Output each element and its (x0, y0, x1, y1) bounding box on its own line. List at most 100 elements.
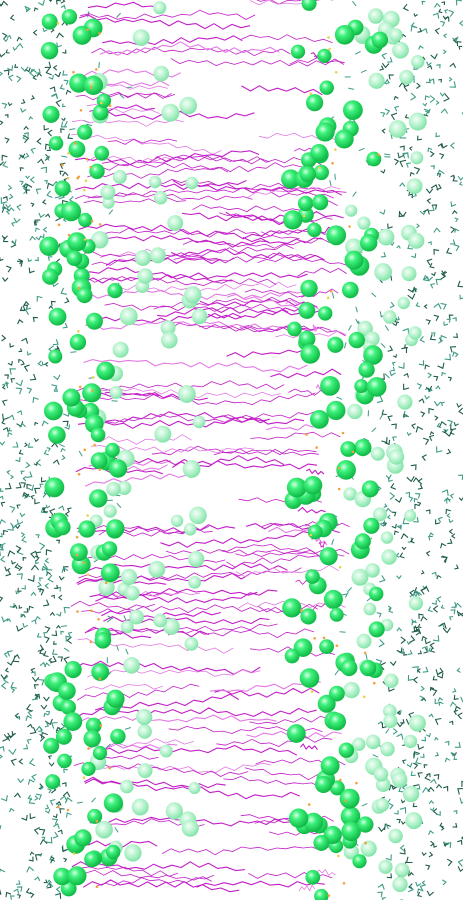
headgroup-back (382, 310, 397, 324)
water-molecule (11, 221, 16, 227)
headgroup-back (368, 72, 385, 89)
water-molecule (9, 368, 16, 375)
water-molecule (426, 772, 431, 778)
water-molecule (5, 49, 10, 54)
headgroup-sphere (368, 621, 385, 638)
headgroup-back (137, 268, 153, 284)
water-molecule (38, 679, 45, 686)
water-molecule (20, 360, 25, 366)
lipid-tail (71, 861, 245, 872)
water-molecule (56, 624, 61, 629)
lipid-tail (221, 549, 320, 557)
headgroup-back (343, 681, 360, 699)
water-molecule (379, 521, 386, 527)
water-molecule (348, 87, 355, 90)
water-molecule (22, 475, 27, 482)
water-molecule (0, 518, 6, 525)
lipid-tail (76, 577, 167, 585)
water-molecule (20, 107, 27, 113)
water-molecule (390, 366, 396, 372)
water-molecule (39, 785, 44, 791)
water-molecule (428, 204, 435, 212)
water-molecule (432, 635, 440, 642)
water-molecule (12, 604, 18, 609)
water-molecule (389, 370, 396, 377)
water-molecule (0, 544, 4, 551)
water-molecule (417, 888, 423, 894)
headgroup-sphere (358, 361, 375, 378)
water-molecule (448, 615, 454, 621)
water-molecule (41, 477, 47, 483)
water-molecule (55, 726, 62, 732)
water-molecule (30, 95, 35, 101)
phosphate-atom (310, 690, 314, 693)
water-molecule (15, 545, 22, 553)
water-molecule (394, 105, 400, 112)
headgroup-back (95, 820, 113, 839)
lipid-tail (288, 388, 328, 396)
water-molecule (410, 464, 417, 471)
lipid-tail (256, 0, 334, 5)
headgroup-sphere (92, 104, 109, 121)
headgroup-back (182, 460, 201, 478)
water-molecule (444, 757, 451, 763)
water-molecule (28, 68, 35, 78)
water-molecule (40, 731, 48, 739)
water-molecule (439, 822, 444, 828)
water-molecule (436, 64, 441, 69)
headgroup-back (124, 844, 142, 862)
water-molecule (447, 376, 453, 382)
lipid-tail (76, 524, 236, 534)
headgroup-back (397, 394, 413, 410)
water-molecule (435, 385, 441, 390)
water-molecule (0, 754, 3, 759)
headgroup-sphere (354, 533, 371, 550)
phosphate-atom (77, 330, 80, 333)
headgroup-back (123, 657, 140, 674)
water-molecule (428, 851, 434, 858)
water-molecule (16, 42, 24, 49)
lipid-tail (96, 413, 271, 427)
water-molecule (0, 0, 9, 7)
lipid-tail (257, 256, 349, 267)
phosphate-atom (348, 225, 351, 228)
water-molecule (440, 272, 446, 280)
lipid-tail (298, 884, 316, 892)
water-molecule (10, 895, 15, 900)
water-molecule (39, 483, 44, 488)
water-molecule (35, 560, 40, 565)
phosphate-atom (307, 803, 311, 806)
water-molecule (387, 477, 393, 483)
water-molecule (417, 623, 422, 629)
water-molecule (380, 343, 386, 348)
water-molecule (19, 422, 26, 428)
water-molecule (400, 799, 406, 804)
water-molecule (34, 219, 41, 226)
water-molecule (33, 827, 40, 835)
water-molecule (6, 469, 11, 475)
water-molecule (421, 27, 428, 34)
water-molecule (41, 361, 46, 366)
phosphate-atom (57, 223, 61, 227)
water-molecule (410, 25, 418, 32)
headgroup-back (189, 506, 207, 525)
water-molecule (36, 295, 43, 302)
water-molecule (453, 695, 459, 700)
water-molecule (457, 712, 463, 720)
water-molecule (15, 379, 24, 387)
water-molecule (428, 532, 434, 537)
water-molecule (1, 154, 8, 161)
phosphate-atom (327, 36, 330, 39)
water-molecule (423, 208, 430, 215)
headgroup-sphere (63, 712, 83, 731)
headgroup-sphere (96, 361, 115, 381)
phosphate-atom (95, 885, 99, 888)
water-molecule (334, 669, 339, 676)
water-molecule (106, 618, 113, 623)
headgroup-sphere (283, 210, 303, 230)
water-molecule (26, 471, 33, 478)
phosphate-atom (318, 166, 321, 169)
water-molecule (18, 154, 26, 160)
water-molecule (452, 176, 458, 182)
water-molecule (450, 239, 456, 245)
